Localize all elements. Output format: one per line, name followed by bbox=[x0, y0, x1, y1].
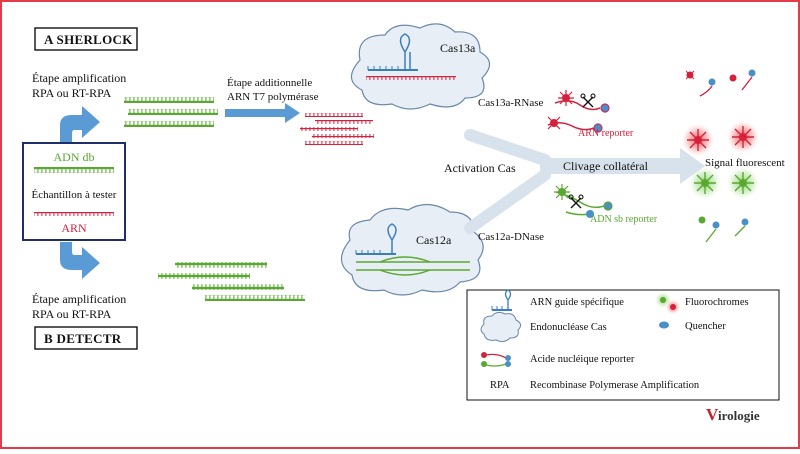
signal-red-1 bbox=[682, 124, 714, 156]
virologie-logo: V irologie bbox=[706, 405, 760, 424]
cleavage-label: Clivage collatéral bbox=[563, 159, 649, 173]
panel-b-label: B DETECTR bbox=[34, 326, 138, 350]
sample-label: Échantillon à tester bbox=[32, 189, 117, 201]
amp-bottom-line1: Étape amplification bbox=[32, 292, 126, 306]
legend-reporter: Acide nucléique reporter bbox=[530, 354, 635, 365]
sample-box: ADN db Échantillon à tester ARN bbox=[22, 142, 126, 241]
legend-endonuclease: Endonucléase Cas bbox=[530, 322, 607, 333]
activation-label: Activation Cas bbox=[444, 161, 516, 175]
panel-a-label: A SHERLOCK bbox=[34, 27, 138, 51]
amplified-dna-top bbox=[124, 97, 218, 127]
cas13a-label: Cas13a bbox=[440, 41, 476, 55]
dna-reporter-glyph bbox=[554, 184, 613, 218]
signal-green-2 bbox=[727, 167, 759, 199]
legend-rpa-abbr: RPA bbox=[490, 380, 510, 391]
signal-red-2 bbox=[727, 121, 759, 153]
t7-line2: ARN T7 polymérase bbox=[227, 91, 319, 103]
t7-line1: Étape additionnelle bbox=[227, 77, 312, 89]
cas12a-dnase-label: Cas12a-DNase bbox=[478, 231, 544, 243]
legend: ARN guide spécifique Endonucléase Cas Ac… bbox=[466, 289, 780, 401]
rna-strand bbox=[34, 212, 114, 216]
rna-copies bbox=[300, 113, 374, 145]
amp-top-line2: RPA ou RT-RPA bbox=[32, 86, 112, 100]
amp-bottom-line2: RPA ou RT-RPA bbox=[32, 307, 112, 321]
curved-arrow-up bbox=[60, 106, 100, 142]
legend-quencher: Quencher bbox=[685, 321, 726, 332]
cas12a-complex: Cas12a bbox=[340, 203, 484, 296]
dsdna-label: ADN db bbox=[54, 150, 95, 164]
dna-reporter-label: ADN sb reporter bbox=[590, 214, 658, 225]
svg-text:B DETECTR: B DETECTR bbox=[44, 331, 122, 346]
signal-green-1 bbox=[689, 167, 721, 199]
cleaved-rna-fragments bbox=[685, 69, 756, 97]
cas13a-complex: Cas13a bbox=[350, 23, 491, 110]
cas12a-label: Cas12a bbox=[416, 233, 452, 247]
curved-arrow-down bbox=[60, 242, 100, 279]
svg-text:A SHERLOCK: A SHERLOCK bbox=[44, 32, 133, 47]
amplified-dna-bottom bbox=[158, 262, 305, 301]
rna-reporter-glyph bbox=[547, 90, 610, 133]
dsdna-strand bbox=[34, 167, 114, 173]
rna-label: ARN bbox=[61, 221, 87, 235]
legend-fluorochromes: Fluorochromes bbox=[685, 297, 749, 308]
activation-arrows bbox=[464, 129, 705, 234]
rna-reporter-label: ARN reporter bbox=[578, 128, 634, 139]
svg-text:irologie: irologie bbox=[718, 408, 760, 423]
cleaved-dna-fragments bbox=[698, 216, 749, 243]
legend-rpa-full: Recombinase Polymerase Amplification bbox=[530, 380, 700, 391]
svg-text:V: V bbox=[706, 405, 719, 424]
legend-guide: ARN guide spécifique bbox=[530, 297, 624, 308]
amp-top-line1: Étape amplification bbox=[32, 71, 126, 85]
cas13a-rnase-label: Cas13a-RNase bbox=[478, 97, 543, 109]
t7-arrow bbox=[225, 103, 300, 123]
signal-label: Signal fluorescent bbox=[705, 157, 785, 169]
